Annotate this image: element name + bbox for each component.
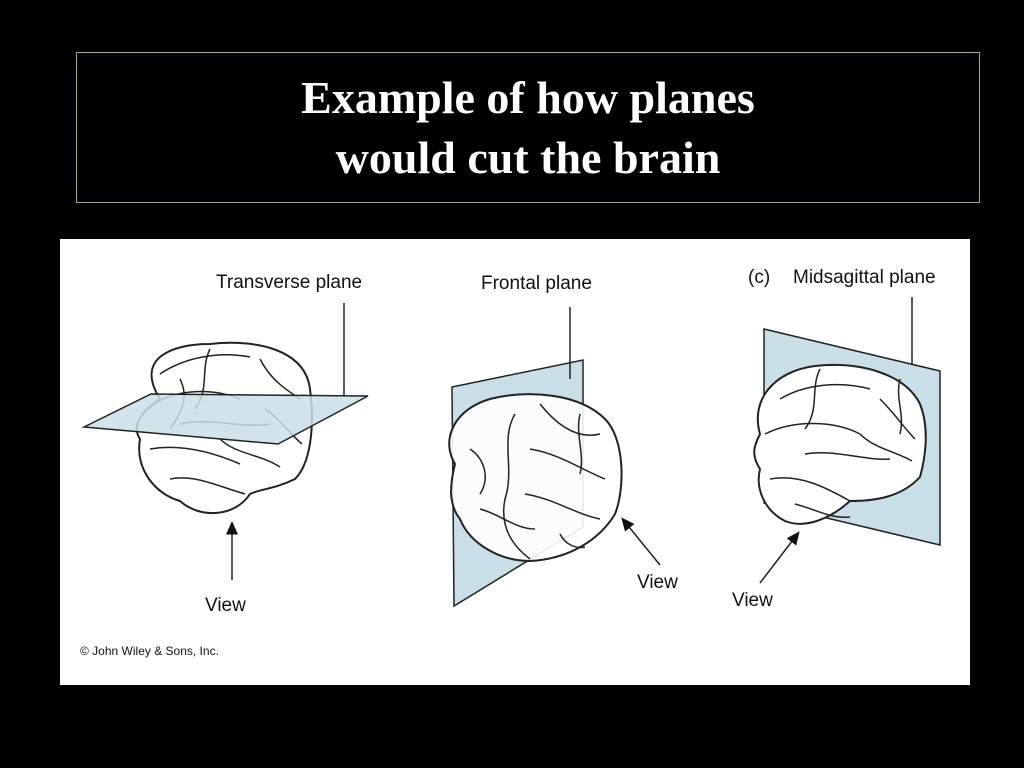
frontal-panel: Frontal plane View — [448, 273, 678, 608]
frontal-plane-label: Frontal plane — [481, 273, 592, 294]
panel-c-letter: (c) — [748, 267, 770, 288]
midsagittal-brain — [753, 363, 927, 525]
title-line-1: Example of how planes — [301, 71, 755, 123]
frontal-brain — [448, 393, 623, 563]
title-line-2: would cut the brain — [335, 131, 721, 183]
midsagittal-plane-label: Midsagittal plane — [793, 267, 936, 288]
brain-planes-figure: Transverse plane View Frontal plane View — [60, 239, 970, 685]
title-box: Example of how planes would cut the brai… — [76, 52, 980, 203]
copyright-notice: © John Wiley & Sons, Inc. — [80, 644, 219, 658]
transverse-plane-sheet — [81, 393, 369, 445]
frontal-view-label: View — [637, 572, 678, 593]
transverse-panel: Transverse plane View — [81, 272, 369, 616]
midsagittal-panel: (c) Midsagittal plane View — [732, 267, 941, 611]
transverse-plane-label: Transverse plane — [216, 272, 362, 293]
transverse-view-label: View — [205, 595, 246, 616]
midsagittal-view-label: View — [732, 590, 773, 611]
